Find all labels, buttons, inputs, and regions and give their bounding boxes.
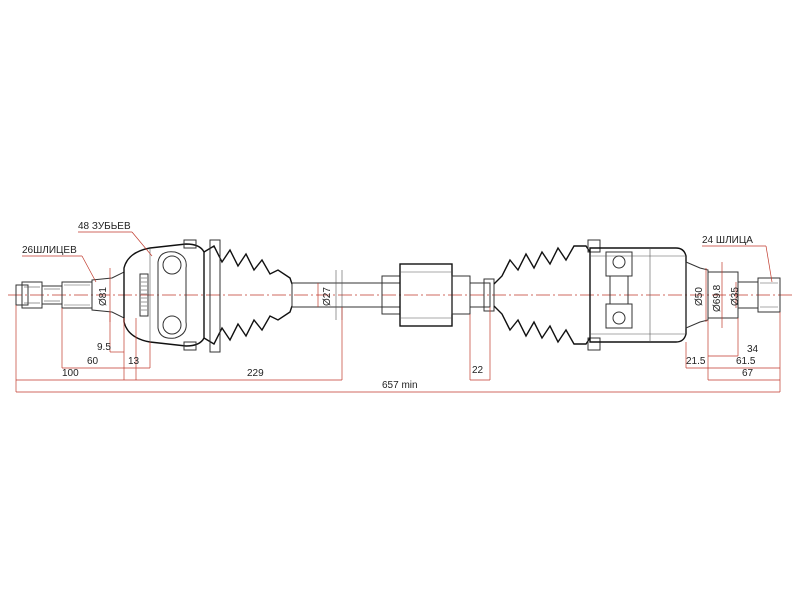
right-boot <box>493 239 601 351</box>
dim-229-label: 229 <box>247 368 264 379</box>
dim-21-5-label: 21.5 <box>686 356 706 367</box>
dim-61-5-label: 61.5 <box>736 356 756 367</box>
dim-total-label: 657 min <box>382 380 418 391</box>
intermediate-shaft <box>291 263 495 327</box>
splines-right-label: 24 ШЛИЦА <box>702 235 753 246</box>
dim-67-label: 67 <box>742 368 754 379</box>
dim-100-label: 100 <box>62 368 79 379</box>
dim-9-5-label: 9.5 <box>97 342 111 353</box>
dim-34-label: 34 <box>747 344 759 355</box>
dimension-lines <box>15 231 781 393</box>
dim-60-label: 60 <box>87 356 99 367</box>
splines-left-label: 26ШЛИЦЕВ <box>22 245 77 256</box>
teeth-label: 48 ЗУБЬЕВ <box>78 221 131 232</box>
abs-tone-ring <box>139 273 149 317</box>
diameter-50-label: Ø50 <box>694 287 705 306</box>
diameter-69-8-label: Ø69.8 <box>712 284 723 312</box>
diameter-81-label: Ø81 <box>98 287 109 306</box>
diameter-35-label: Ø35 <box>730 287 741 306</box>
dim-22-label: 22 <box>472 365 484 376</box>
inner-tripod-housing <box>589 247 687 343</box>
diameter-27-label: Ø27 <box>322 287 333 306</box>
left-boot <box>203 239 293 353</box>
dim-13-label: 13 <box>128 356 140 367</box>
